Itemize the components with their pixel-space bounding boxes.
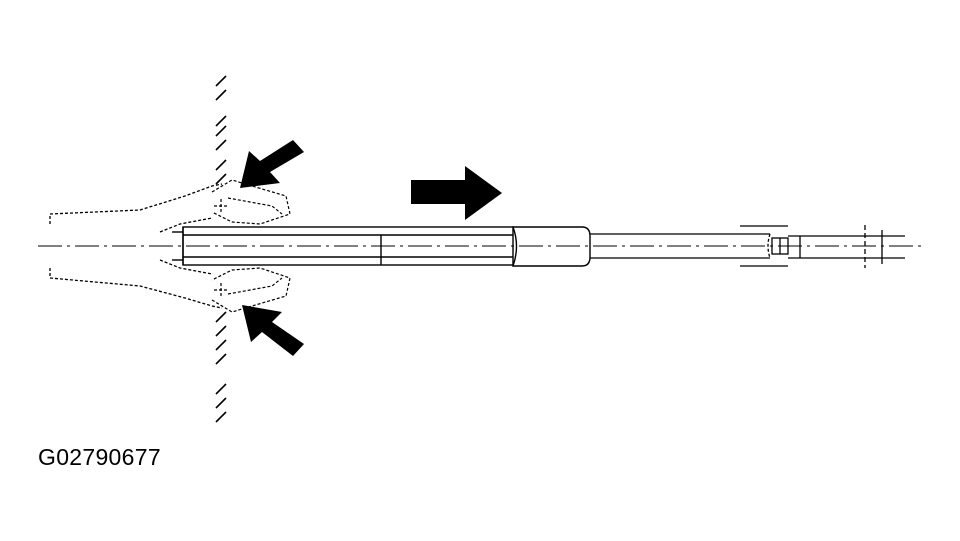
conduit-end-fitting bbox=[511, 226, 591, 267]
pull-direction-arrow-icon bbox=[411, 166, 502, 220]
wall-hatch-marks bbox=[215, 75, 227, 423]
press-arrow-icon-lower bbox=[242, 305, 304, 356]
cable-conduit bbox=[172, 226, 514, 266]
inner-cable bbox=[590, 233, 770, 259]
cable-end-adjuster bbox=[740, 225, 905, 268]
housing-outline bbox=[49, 183, 223, 309]
retainer-clip-lower bbox=[211, 267, 291, 313]
press-arrow-icon-upper bbox=[240, 140, 304, 188]
retainer-clip-upper bbox=[211, 179, 291, 225]
figure-id-label: G02790677 bbox=[38, 444, 161, 470]
